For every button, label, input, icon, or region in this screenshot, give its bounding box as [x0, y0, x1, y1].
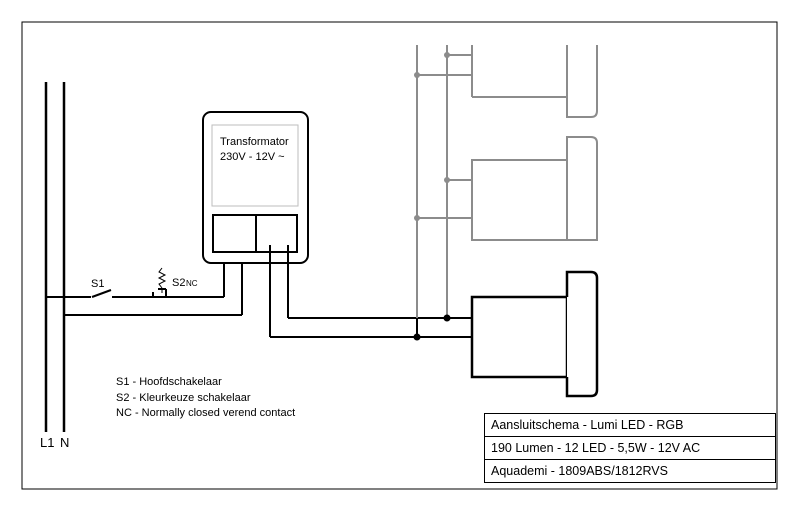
switch-circuit: [46, 245, 225, 298]
title-block: Aansluitschema - Lumi LED - RGB 190 Lume…: [484, 413, 776, 483]
s1-label: S1: [91, 278, 104, 290]
junction-dot: [444, 52, 450, 58]
transformer-spec: 230V - 12V ~: [220, 151, 285, 163]
spring-icon: [157, 267, 167, 289]
l1-label: L1: [40, 435, 54, 450]
s2-sub-label: NC: [186, 279, 198, 288]
legend-s2: S2 - Kleurkeuze schakelaar: [116, 392, 251, 404]
secondary-wires: [269, 245, 472, 338]
junction-dot: [414, 72, 420, 78]
grey-lamp-middle: [417, 136, 598, 241]
n-label: N: [60, 435, 69, 450]
title-block-row: Aquademi - 1809ABS/1812RVS: [484, 459, 776, 483]
junction-dot: [413, 333, 421, 341]
junction-dot: [414, 215, 420, 221]
transformer-title: Transformator: [220, 136, 289, 148]
legend-nc: NC - Normally closed verend contact: [116, 407, 296, 419]
transformer: [202, 111, 309, 264]
s2-label: S2: [172, 277, 185, 289]
title-block-row: 190 Lumen - 12 LED - 5,5W - 12V AC: [484, 436, 776, 460]
active-lamp: [470, 270, 599, 398]
grey-buses: [416, 45, 448, 318]
junction-dot: [444, 177, 450, 183]
diagram-frame: [21, 21, 778, 490]
legend-s1: S1 - Hoofdschakelaar: [116, 376, 222, 388]
title-block-row: Aansluitschema - Lumi LED - RGB: [484, 413, 776, 437]
junction-dot: [443, 314, 451, 322]
grey-lamp-top: [417, 45, 598, 118]
